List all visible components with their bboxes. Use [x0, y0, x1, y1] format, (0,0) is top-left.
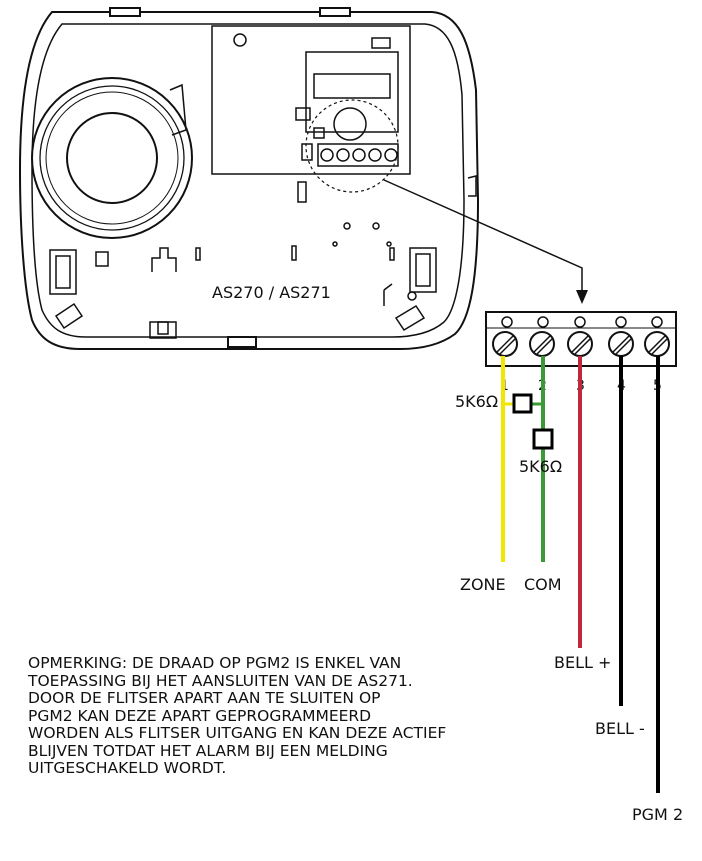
circuit-board: [211, 25, 411, 175]
board-terminal-block: [320, 148, 398, 162]
note-line: DOOR DE FLITSER APART AAN TE SLUITEN OP: [28, 689, 381, 707]
resistor-2-label: 5K6Ω: [519, 457, 562, 476]
wire-label-bell-minus: BELL -: [595, 719, 645, 738]
note-line: UITGESCHAKELD WORDT.: [28, 759, 227, 777]
note-line: TOEPASSING BIJ HET AANSLUITEN VAN DE AS2…: [28, 671, 413, 690]
note-line: BLIJVEN TOTDAT HET ALARM BIJ EEN MELDING: [28, 741, 388, 760]
resistor-1-label: 5K6Ω: [455, 392, 498, 411]
note-line: WORDEN ALS FLITSER UITGANG EN KAN DEZE A…: [28, 724, 447, 742]
housing-features: [49, 175, 477, 339]
wire-label-bell-plus: BELL +: [554, 653, 611, 672]
resistor-1: [512, 393, 533, 414]
wire-label-com: COM: [524, 575, 562, 594]
detail-arrow: [383, 179, 588, 304]
installation-note: OPMERKING: DE DRAAD OP PGM2 IS ENKEL VAN…: [28, 654, 498, 778]
wire-label-zone: ZONE: [460, 575, 506, 594]
wire-label-pgm2: PGM 2: [632, 805, 683, 824]
device-model-label: AS270 / AS271: [212, 283, 331, 302]
note-line: PGM2 KAN DEZE APART GEPROGRAMMEERD: [28, 706, 372, 725]
wires: [501, 356, 660, 793]
detail-callout-circle: [305, 99, 399, 193]
speaker: [31, 77, 193, 239]
note-line: OPMERKING: DE DRAAD OP PGM2 IS ENKEL VAN: [28, 654, 402, 672]
resistor-2: [532, 428, 554, 450]
